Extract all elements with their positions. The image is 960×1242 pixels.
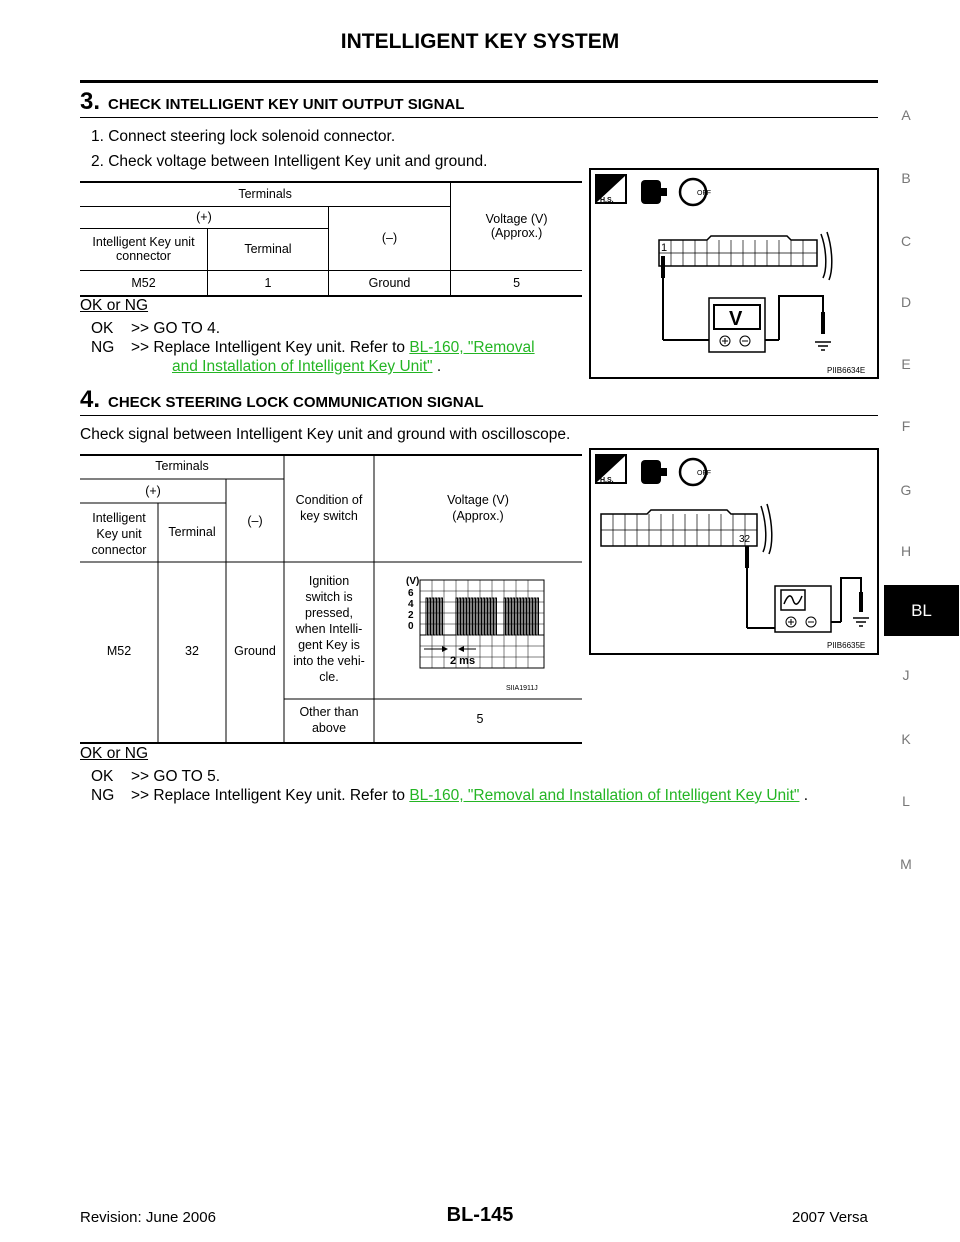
side-index-letter: E xyxy=(901,356,911,372)
svg-text:0: 0 xyxy=(408,621,414,632)
step-4-ok-ng: OK or NG xyxy=(80,745,149,762)
table-cell: M52 xyxy=(80,270,208,296)
svg-text:(V): (V) xyxy=(406,576,419,587)
svg-text:H.S.: H.S. xyxy=(600,477,614,484)
side-index-letter: B xyxy=(901,170,911,186)
minus-header: (–) xyxy=(247,514,263,528)
header-rule xyxy=(80,80,878,83)
step-3-instruction-2: 2. Check voltage between Intelligent Key… xyxy=(91,153,488,170)
svg-text:OFF: OFF xyxy=(697,190,711,197)
figure-oscilloscope-check: H.S. OFF 32 PIIB6635E xyxy=(589,448,879,655)
table-cell: 5 xyxy=(513,275,521,290)
step-3-number: 3. xyxy=(80,88,101,115)
key-icon xyxy=(678,457,708,487)
step-3-instruction-1: 1. Connect steering lock solenoid connec… xyxy=(91,128,396,145)
side-index-letter: K xyxy=(901,731,911,747)
step-4-instruction: Check signal between Intelligent Key uni… xyxy=(80,426,571,443)
probe-icon xyxy=(661,256,665,278)
step-4-title: CHECK STEERING LOCK COMMUNICATION SIGNAL xyxy=(108,394,484,411)
connector-icon xyxy=(641,460,661,484)
figure-code: SIIA1911J xyxy=(506,685,538,692)
svg-text:6: 6 xyxy=(408,588,414,599)
svg-text:2: 2 xyxy=(408,610,414,621)
step-3-ng-line-2: and Installation of Intelligent Key Unit… xyxy=(172,358,442,375)
side-index-letter: A xyxy=(901,107,911,123)
step-3-ok-ng: OK or NG xyxy=(80,297,149,314)
model-label: 2007 Versa xyxy=(792,1209,868,1226)
side-index-letter: C xyxy=(900,233,912,249)
oscilloscope-check-illustration: H.S. OFF 32 PIIB6635E xyxy=(595,454,869,650)
figure-voltage-check: H.S. OFF 1 V PIIB6634E xyxy=(589,168,879,379)
table-cell: M52 xyxy=(106,644,132,658)
plus-header: (+) xyxy=(145,484,161,498)
svg-text:2 ms: 2 ms xyxy=(450,655,475,667)
side-index-letter: D xyxy=(900,294,912,310)
terminals-header: Terminals xyxy=(80,182,452,207)
terminals-header: Terminals xyxy=(155,459,209,473)
figure-code: PIIB6634E xyxy=(827,366,865,375)
side-index-letter: M xyxy=(900,856,912,872)
probe-icon xyxy=(745,546,749,568)
table-cell: 32 xyxy=(185,644,199,658)
step-3-ng-line: NG>> Replace Intelligent Key unit. Refer… xyxy=(91,339,535,356)
table-cell: Ground xyxy=(328,270,452,296)
minus-header: (–) xyxy=(328,206,452,270)
table-cell: Ground xyxy=(234,644,276,658)
step-3-spec-table: Terminals Voltage (V) (Approx.) (+) (–) … xyxy=(80,181,582,297)
revision-label: Revision: June 2006 xyxy=(80,1209,216,1226)
step-4-heading: 4. CHECK STEERING LOCK COMMUNICATION SIGN… xyxy=(80,386,878,414)
svg-text:4: 4 xyxy=(408,599,414,610)
step-4-ng-line: NG>> Replace Intelligent Key unit. Refer… xyxy=(91,787,809,804)
connector-header: Intelligent Key unit connector xyxy=(80,228,208,270)
step-3-rule xyxy=(80,117,878,118)
side-index-letter: J xyxy=(902,667,910,683)
side-index-letter: G xyxy=(900,482,912,498)
plus-header: (+) xyxy=(80,206,329,229)
step-4-reference-link[interactable]: BL-160, "Removal and Installation of Int… xyxy=(409,787,800,804)
terminal-header: Terminal xyxy=(207,228,329,270)
table-cell: 1 xyxy=(207,270,329,296)
step-4-number: 4. xyxy=(80,386,101,413)
pin-label: 32 xyxy=(739,534,751,545)
side-tab-active: BL xyxy=(884,585,959,636)
pin-label: 1 xyxy=(661,242,667,254)
side-index-letter: L xyxy=(902,793,910,809)
svg-text:OFF: OFF xyxy=(697,470,711,477)
voltage-cell-2: 5 xyxy=(476,712,484,726)
step-4-ok-line: OK>> GO TO 5. xyxy=(91,768,221,785)
waveform-graph: (V) 6 4 2 0 2 ms SIIA1911J xyxy=(406,576,545,692)
step-3-heading: 3. CHECK INTELLIGENT KEY UNIT OUTPUT SIGN… xyxy=(80,88,878,116)
side-index-letter: H xyxy=(900,543,912,559)
step-3-reference-link-2[interactable]: and Installation of Intelligent Key Unit… xyxy=(172,358,433,375)
page-number: BL-145 xyxy=(446,1204,514,1226)
step-3-ok-line: OK>> GO TO 4. xyxy=(91,320,221,337)
step-3-reference-link[interactable]: BL-160, "Removal xyxy=(409,339,535,356)
side-index-letter: F xyxy=(901,418,911,434)
figure-code: PIIB6635E xyxy=(827,641,865,650)
voltage-header: Voltage (V) (Approx.) xyxy=(485,212,548,241)
voltage-check-illustration: H.S. OFF 1 V PIIB6634E xyxy=(595,174,865,375)
connector-face xyxy=(600,509,758,547)
voltage-header: Voltage (V)(Approx.) xyxy=(447,493,509,523)
key-icon xyxy=(678,177,708,207)
svg-text:H.S.: H.S. xyxy=(600,197,614,204)
terminal-header: Terminal xyxy=(168,525,216,539)
connector-icon xyxy=(641,180,661,204)
svg-text:V: V xyxy=(729,308,743,330)
step-4-rule xyxy=(80,415,878,416)
step-3-title: CHECK INTELLIGENT KEY UNIT OUTPUT SIGNAL xyxy=(108,96,465,113)
page-title: INTELLIGENT KEY SYSTEM xyxy=(340,30,620,53)
